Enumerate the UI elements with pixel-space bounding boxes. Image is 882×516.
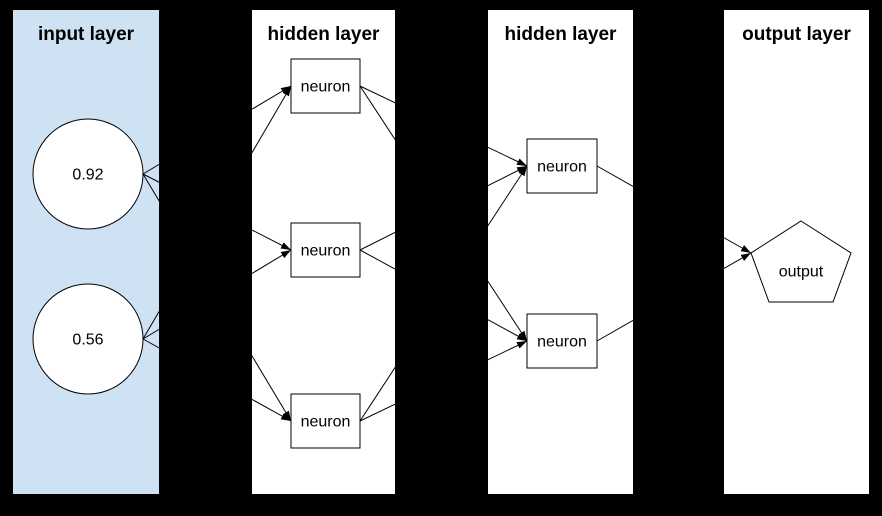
input-2-label: 0.56 [72,332,103,349]
hidden2-neuron-2-node [526,313,598,369]
edge-input-1-to-hidden1-neuron-1 [142,85,292,175]
input-layer-title: input layer [38,24,135,45]
edge-hidden1-neuron-1-to-hidden2-neuron-1 [359,85,528,167]
edge-input-2-to-hidden1-neuron-2 [142,249,292,340]
hidden-layer-1-title: hidden layer [268,24,381,45]
edge-hidden1-neuron-2-to-hidden2-neuron-1 [359,165,528,251]
hidden1-neuron-3-node [290,393,361,449]
hidden2-neuron-1-node [526,138,598,194]
input-1-label: 0.92 [72,167,103,184]
output-layer-title: output layer [742,24,851,45]
edge-input-1-to-hidden1-neuron-3 [142,173,292,422]
hidden1-neuron-2-label: neuron [301,243,351,260]
hidden1-neuron-1-label: neuron [301,79,351,96]
edge-input-2-to-hidden1-neuron-3 [142,338,292,422]
output-1-label: output [779,264,824,281]
hidden2-neuron-1-label: neuron [537,159,587,176]
edge-hidden1-neuron-3-to-hidden2-neuron-2 [359,340,528,422]
hidden2-neuron-2-label: neuron [537,334,587,351]
output-1-node [750,220,852,303]
hidden1-neuron-2-node [290,222,361,278]
edge-hidden1-neuron-2-to-hidden2-neuron-2 [359,249,528,342]
input-layer-panel [13,10,159,494]
hidden1-neuron-3-label: neuron [301,414,351,431]
hidden-layer-2-panel [488,10,633,494]
hidden1-neuron-1-node [290,58,361,114]
edge-hidden2-neuron-1-to-output-1 [596,165,752,254]
edge-hidden1-neuron-3-to-hidden2-neuron-1 [359,165,528,422]
edge-hidden1-neuron-1-to-hidden2-neuron-2 [359,85,528,342]
hidden-layer-2-title: hidden layer [505,24,618,45]
input-2-node [32,283,144,395]
edge-input-2-to-hidden1-neuron-1 [142,85,292,340]
input-1-node [32,118,144,230]
edge-hidden2-neuron-2-to-output-1 [596,252,752,342]
